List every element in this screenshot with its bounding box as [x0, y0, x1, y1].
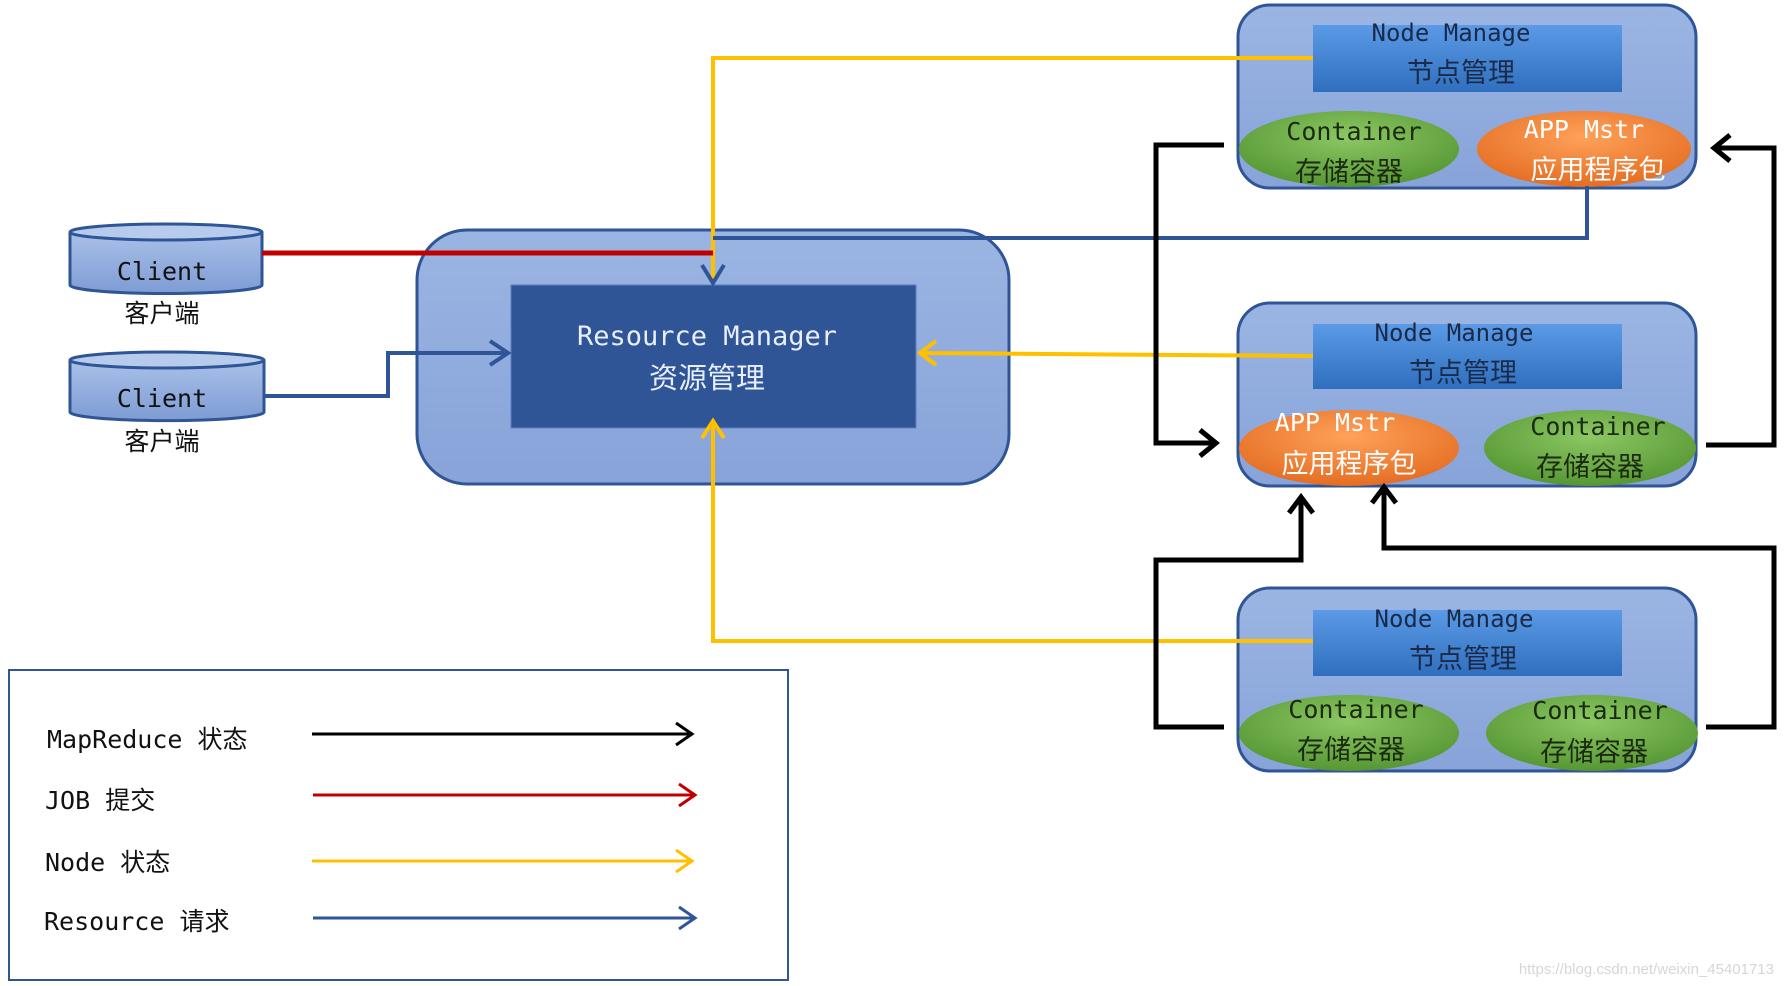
- connector-node1-to-rm: [711, 56, 1313, 283]
- connector-node2-right-to-node1: [1706, 145, 1777, 448]
- arrowhead-node1-to-rm: [700, 263, 726, 287]
- legend-item-resource: Resource 请求: [44, 905, 698, 936]
- legend-item-job: JOB 提交: [45, 782, 698, 815]
- node-manager-1-app-master: [1477, 111, 1691, 187]
- legend-label-job: JOB 提交: [45, 786, 155, 815]
- node-manager-2-app-master: [1239, 410, 1459, 486]
- node-manager-1-container: [1239, 111, 1459, 187]
- node-manager-3-title: Node Manage: [1375, 605, 1534, 633]
- node-manager-1-title: Node Manage: [1372, 19, 1531, 47]
- node-manager-2-left-label: APP Mstr: [1275, 408, 1395, 437]
- connector-appmstr-resource: [713, 186, 1589, 240]
- node-manager-3-right-label: Container: [1532, 696, 1667, 725]
- connector-node2-to-rm: [919, 351, 1314, 358]
- arrowhead-node2-right-to-node1: [1710, 133, 1732, 163]
- legend-item-mapreduce: MapReduce 状态: [47, 721, 695, 754]
- node-manager-2: Node Manage 节点管理 APP Mstr 应用程序包 Containe…: [1236, 301, 1698, 488]
- node-manager-1-right-sub: 应用程序包: [1531, 155, 1666, 186]
- arrowhead-node2-to-rm: [916, 339, 938, 367]
- watermark: https://blog.csdn.net/weixin_45401713: [1518, 961, 1774, 978]
- node-manager-2-left-sub: 应用程序包: [1282, 449, 1417, 480]
- client-1: Client 客户端: [68, 222, 264, 328]
- node-manager-2-title: Node Manage: [1375, 319, 1534, 347]
- client-2-sublabel: 客户端: [124, 427, 199, 456]
- client-1-label: Client: [117, 257, 207, 286]
- legend: MapReduce 状态 JOB 提交 Node 状态 Resource 请求: [8, 669, 789, 981]
- node-manager-3-right-sub: 存储容器: [1540, 737, 1648, 768]
- connector-node3-to-rm: [711, 421, 1313, 643]
- node-manager-2-right-label: Container: [1530, 412, 1665, 441]
- legend-label-resource: Resource 请求: [44, 907, 229, 936]
- node-manager-3-sub: 节点管理: [1409, 644, 1517, 675]
- client-1-sublabel: 客户端: [124, 299, 199, 328]
- arrowhead-node1-left-to-node2: [1198, 428, 1220, 458]
- resource-manager-box: [510, 284, 917, 429]
- legend-arrowhead-node: [675, 848, 695, 874]
- node-manager-3-left-label: Container: [1288, 695, 1423, 724]
- arrowhead-node3-to-rm: [700, 417, 726, 440]
- node-manager-1-left-label: Container: [1286, 117, 1421, 146]
- legend-arrowhead-resource: [678, 905, 698, 931]
- arrowhead-client-resource: [488, 339, 512, 367]
- node-manager-2-right-sub: 存储容器: [1536, 452, 1644, 483]
- node-manager-1-sub: 节点管理: [1407, 58, 1515, 89]
- arrowhead-node3-left-to-node2: [1287, 492, 1315, 515]
- resource-manager-panel: Resource Manager 资源管理: [415, 228, 1011, 486]
- legend-box: [8, 669, 789, 981]
- connector-node3-left-to-node2: [1153, 497, 1304, 730]
- legend-arrowhead-mapreduce: [675, 721, 695, 747]
- node-manager-1-left-sub: 存储容器: [1295, 157, 1403, 188]
- legend-item-node: Node 状态: [45, 848, 695, 877]
- legend-label-node: Node 状态: [45, 848, 170, 877]
- resource-manager-sub: 资源管理: [649, 361, 765, 395]
- client-2: Client 客户端: [68, 350, 266, 456]
- node-manager-1-right-label: APP Mstr: [1524, 115, 1644, 144]
- node-manager-3-container-left: [1239, 695, 1459, 771]
- node-manager-3: Node Manage 节点管理 Container 存储容器 Containe…: [1236, 586, 1698, 773]
- resource-manager-title: Resource Manager: [577, 321, 837, 352]
- node-manager-1: Node Manage 节点管理 Container 存储容器 APP Mstr…: [1236, 3, 1698, 190]
- arrowhead-node3-right-to-node2: [1370, 482, 1398, 505]
- node-manager-3-left-sub: 存储容器: [1297, 735, 1405, 766]
- connector-node3-right-to-node2: [1381, 487, 1777, 730]
- node-manager-2-sub: 节点管理: [1409, 358, 1517, 389]
- node-manager-2-container: [1484, 410, 1696, 486]
- legend-label-mapreduce: MapReduce 状态: [47, 725, 248, 754]
- connectors: [262, 56, 1777, 730]
- node-manager-3-container-right: [1486, 695, 1698, 771]
- legend-arrowhead-job: [678, 782, 698, 808]
- connector-node1-left-to-node2: [1153, 142, 1224, 446]
- client-2-label: Client: [117, 384, 207, 413]
- connector-client-resource: [264, 351, 508, 398]
